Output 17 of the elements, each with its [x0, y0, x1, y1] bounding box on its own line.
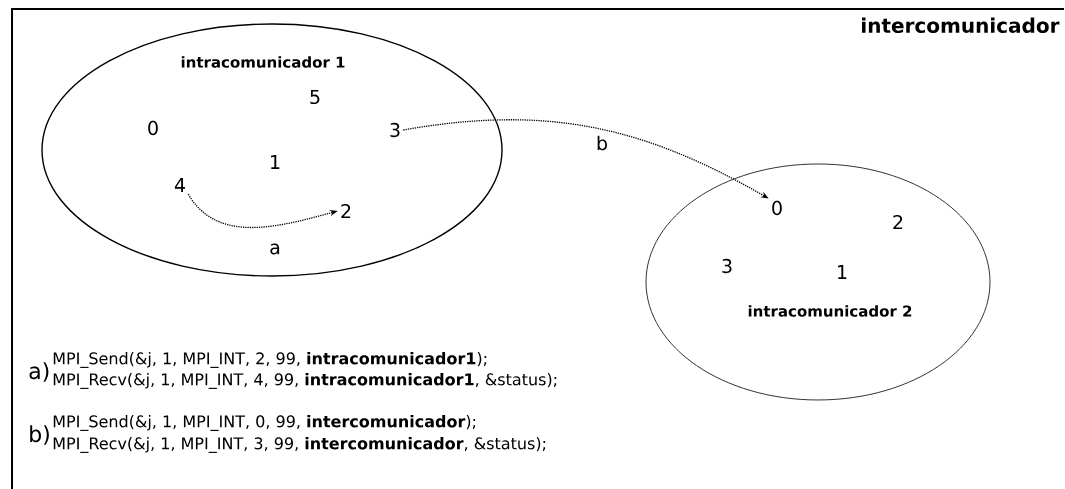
process-number: 1: [271, 155, 280, 169]
process-number: 5: [310, 89, 320, 105]
item-marker: a): [29, 362, 49, 382]
process-number: 0: [772, 200, 782, 216]
code-line: MPI_Recv(&j, 1, MPI_INT, 3, 99, intercomunicador, &status);: [53, 437, 546, 453]
process-number: 0: [148, 120, 158, 136]
process-number: 1: [838, 265, 847, 279]
code-line: MPI_Send(&j, 1, MPI_INT, 2, 99, intracomunicador1);: [53, 352, 487, 368]
code-line: MPI_Recv(&j, 1, MPI_INT, 4, 99, intracomunicador1, &status);: [53, 373, 557, 389]
process-number: 2: [893, 214, 903, 230]
process-number: 4: [174, 178, 185, 192]
title: intercomunicador: [862, 17, 1060, 33]
item-marker: b): [30, 425, 49, 445]
process-number: 3: [722, 258, 732, 274]
process-number: 3: [390, 122, 400, 138]
code-line: MPI_Send(&j, 1, MPI_INT, 0, 99, intercomunicador);: [53, 415, 476, 431]
process-number: 2: [341, 203, 351, 219]
